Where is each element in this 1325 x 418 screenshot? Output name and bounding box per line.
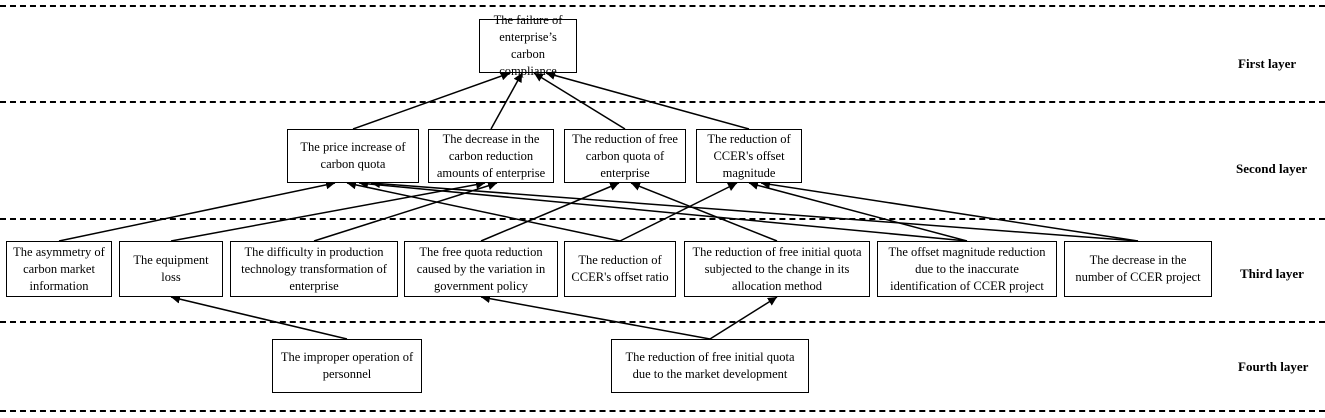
node-ccer-offset-ratio: The reduction of CCER's offset ratio <box>564 241 676 297</box>
node-reduction-ccer-magnitude: The reduction of CCER's offset magnitude <box>696 129 802 183</box>
arrow-decrease_ccer_projects-to-price_increase <box>370 179 1139 242</box>
arrow-improper_operation-to-equipment_loss <box>170 294 348 340</box>
first-layer-label: First layer <box>1238 56 1297 71</box>
layer-separator <box>0 5 1325 7</box>
arrow-offset_identification-to-reduction_ccer_magnitude <box>748 180 968 242</box>
node-decrease-ccer-projects: The decrease in the number of CCER proje… <box>1064 241 1212 297</box>
node-root: The failure of enterprise’s carbon compl… <box>479 13 577 78</box>
arrow-offset_identification-to-price_increase <box>358 179 968 242</box>
node-difficulty-production: The difficulty in production technology … <box>230 241 398 297</box>
node-improper-operation: The improper operation of personnel <box>272 339 422 393</box>
node-offset-identification: The offset magnitude reduction due to th… <box>877 241 1057 297</box>
arrow-market_development-to-free_quota_allocation <box>709 296 778 340</box>
layer-separator <box>0 101 1325 103</box>
layer-separator <box>0 410 1325 412</box>
node-free-quota-policy: The free quota reduction caused by the v… <box>404 241 558 297</box>
arrow-ccer_offset_ratio-to-reduction_ccer_magnitude <box>619 182 738 242</box>
arrow-equipment_loss-to-decrease_reduction_amounts <box>170 180 486 242</box>
node-asymmetry-info: The asymmetry of carbon market informati… <box>6 241 112 297</box>
node-equipment-loss: The equipment loss <box>119 241 223 297</box>
arrow-market_development-to-free_quota_policy <box>480 294 711 340</box>
second-layer-label: Second layer <box>1236 161 1308 176</box>
node-free-quota-allocation: The reduction of free initial quota subj… <box>684 241 870 297</box>
arrow-free_quota_policy-to-reduction_free_quota <box>480 182 620 242</box>
node-market-development: The reduction of free initial quota due … <box>611 339 809 393</box>
third-layer-label: Third layer <box>1240 266 1304 281</box>
arrow-decrease_ccer_projects-to-reduction_ccer_magnitude <box>760 179 1139 242</box>
arrow-asymmetry_info-to-price_increase <box>58 180 336 242</box>
layer-separator <box>0 321 1325 323</box>
fourth-layer-label: Fourth layer <box>1238 359 1309 374</box>
arrow-free_quota_allocation-to-reduction_free_quota <box>630 182 778 242</box>
node-price-increase: The price increase of carbon quota <box>287 129 419 183</box>
node-decrease-reduction-amounts: The decrease in the carbon reduction amo… <box>428 129 554 183</box>
node-reduction-free-quota: The reduction of free carbon quota of en… <box>564 129 686 183</box>
arrow-difficulty_production-to-decrease_reduction_amounts <box>313 181 498 242</box>
layer-separator <box>0 218 1325 220</box>
arrow-ccer_offset_ratio-to-price_increase <box>346 180 621 242</box>
